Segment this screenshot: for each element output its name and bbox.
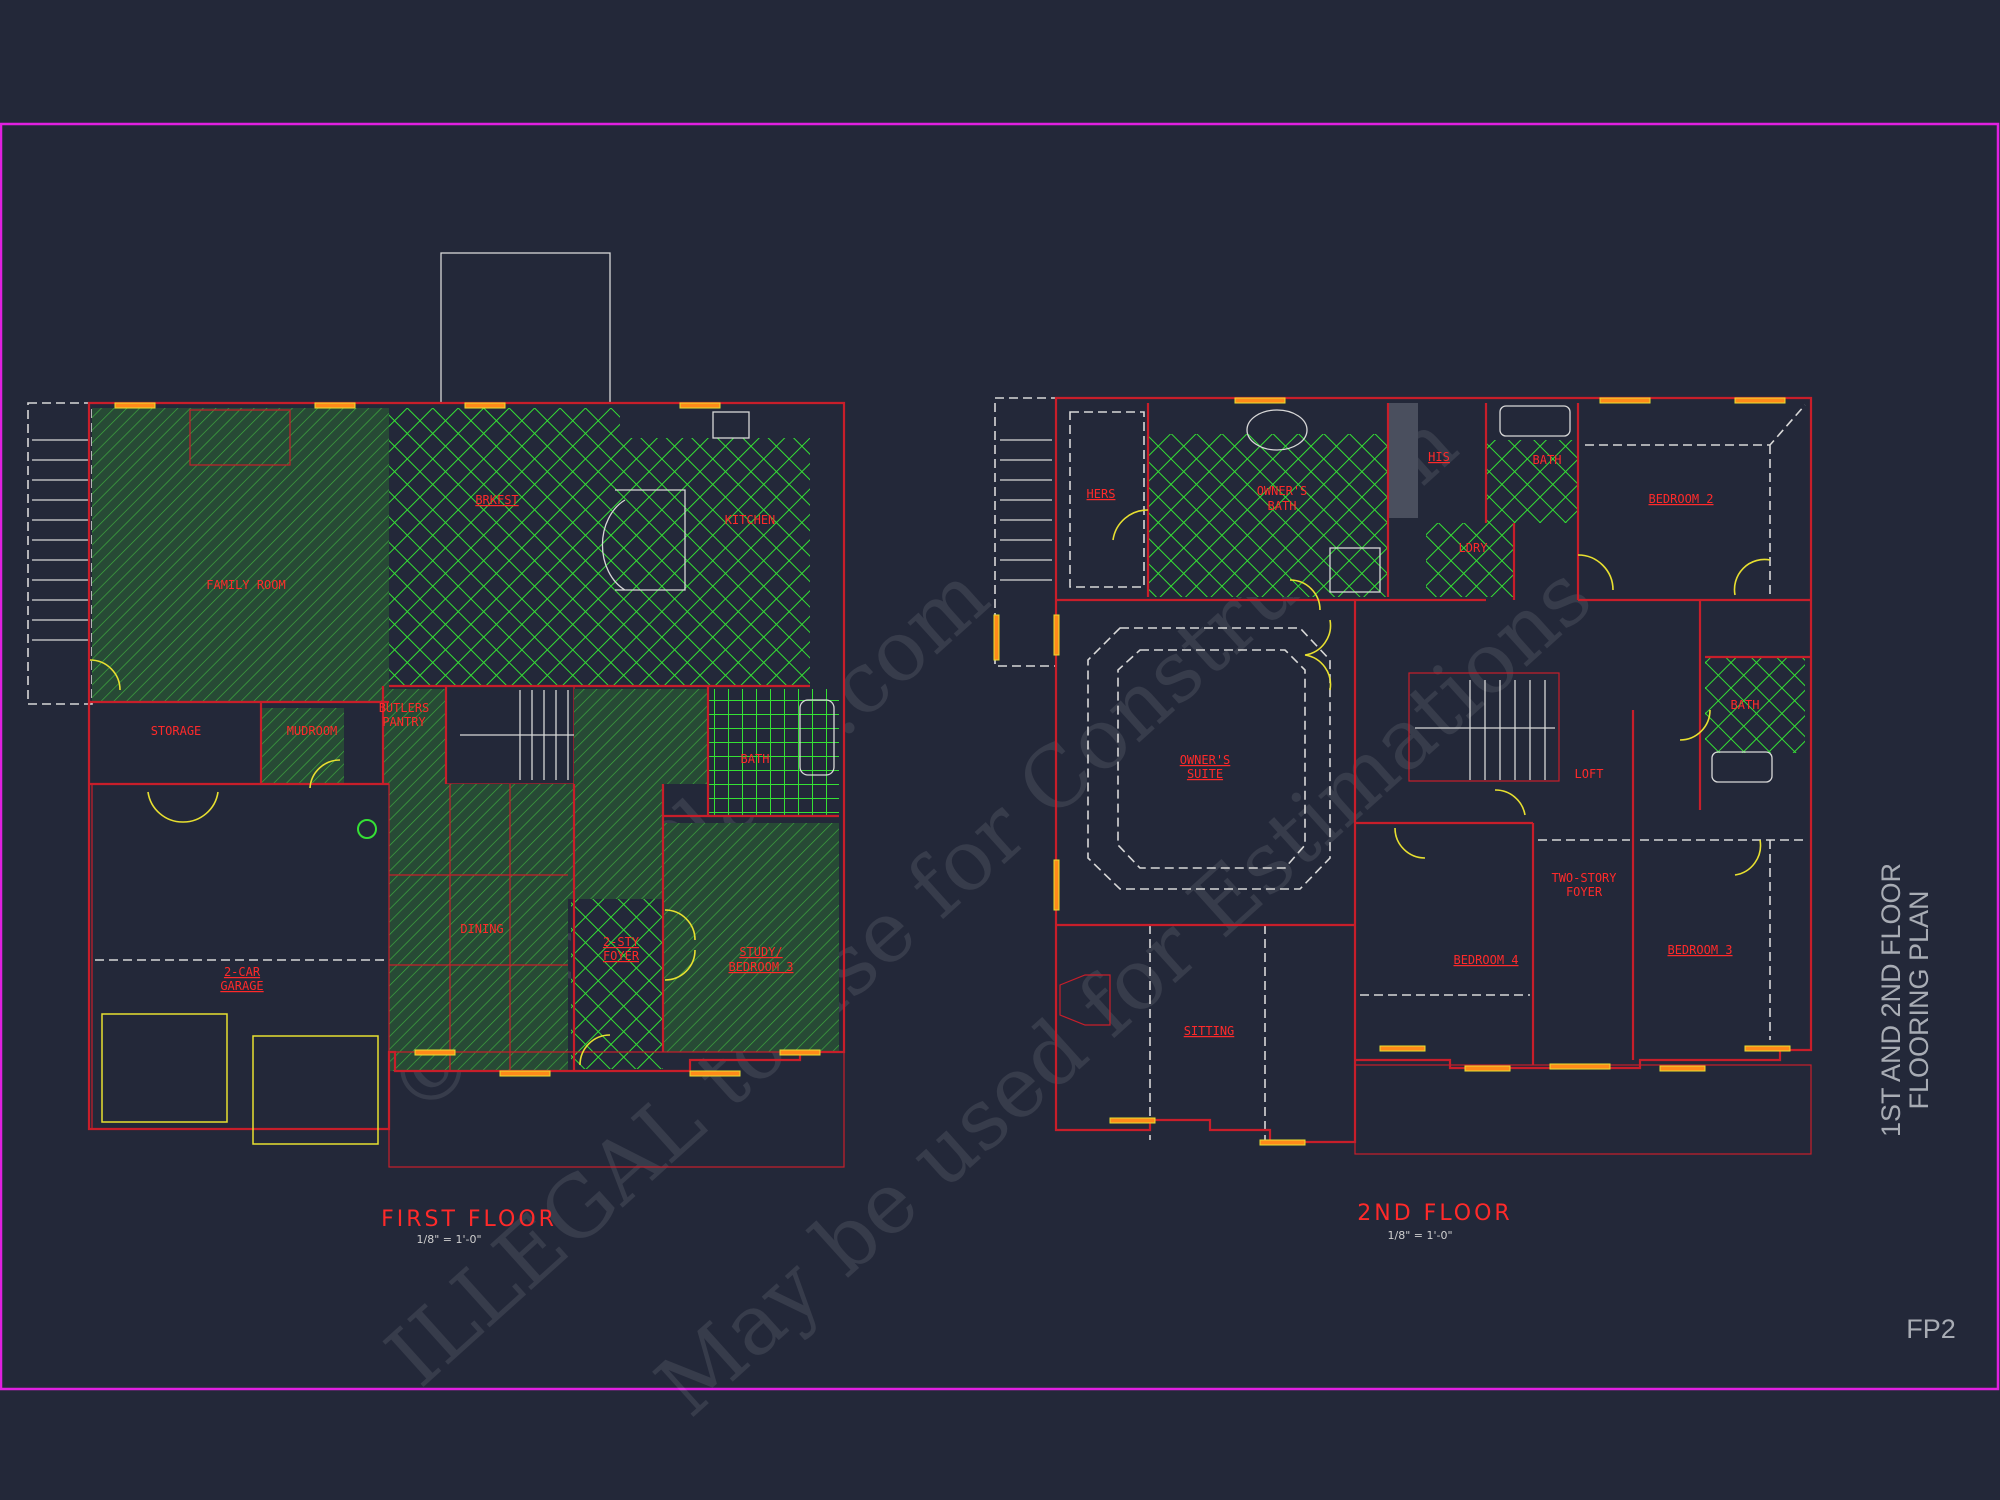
shower <box>1329 547 1381 593</box>
room-label-bath: BATH <box>741 752 770 766</box>
study-floor <box>663 823 839 1052</box>
room-label-foyer-2: FOYER <box>603 949 640 963</box>
his-closet-shelf <box>1388 403 1418 518</box>
first-floor-plan: FAMILY ROOM BRKFST KITCHEN STORAGE MUDRO… <box>27 252 846 1246</box>
second-floor-plan: HERS OWNER'S BATH HIS BATH BEDROOM 2 LDR… <box>993 396 1813 1242</box>
room-label-butlers: BUTLERS <box>379 701 430 715</box>
exterior-stairs <box>27 402 93 705</box>
room-label-foyer: 2-STY <box>603 935 640 949</box>
room-label-sitting: SITTING <box>1184 1024 1235 1038</box>
second-floor-title: 2ND FLOOR <box>1357 1201 1512 1226</box>
first-floor-title: FIRST FLOOR <box>381 1207 557 1232</box>
room-label-hers: HERS <box>1087 487 1116 501</box>
bathtub <box>799 699 835 776</box>
second-floor-scale: 1/8" = 1'-0" <box>1387 1229 1452 1242</box>
bath-floor <box>708 689 839 816</box>
kitchen-floor <box>389 408 810 686</box>
windows <box>114 402 821 1077</box>
fireplace <box>189 409 291 466</box>
cooktop <box>712 411 750 439</box>
hers-closet-shelf <box>1069 411 1145 588</box>
hall-floor-2 <box>568 784 663 899</box>
room-label-garage: 2-CAR <box>224 965 261 979</box>
garage-door-1 <box>101 1013 228 1123</box>
room-label-owners-bath-2: BATH <box>1268 499 1297 513</box>
door-swings <box>89 659 696 1066</box>
room-label-study: STUDY/ <box>739 945 782 959</box>
room-label-bedroom-3-study: BEDROOM 3 <box>728 960 793 974</box>
room-label-two-story-foyer: TWO-STORY <box>1551 871 1617 885</box>
room-label-family-room: FAMILY ROOM <box>206 578 285 592</box>
room-label-garage-2: GARAGE <box>220 979 263 993</box>
owners-bath-floor <box>1148 434 1388 597</box>
garage-area <box>91 783 390 1130</box>
room-label-dining: DINING <box>460 922 503 936</box>
room-label-mudroom: MUDROOM <box>287 724 338 738</box>
dining-floor <box>389 784 568 1071</box>
room-label-his: HIS <box>1428 450 1450 464</box>
rear-deck <box>440 252 611 404</box>
foyer-floor <box>571 899 663 1069</box>
hall-floor <box>574 689 708 784</box>
room-label-owners-bath: OWNER'S <box>1257 484 1308 498</box>
sheet-title-line-1: 1ST AND 2ND FLOOR <box>1876 863 1906 1137</box>
windows-2 <box>993 397 1791 1146</box>
interior-stairs <box>445 685 575 785</box>
room-label-bedroom-3: BEDROOM 3 <box>1667 943 1732 957</box>
laundry-floor <box>1426 523 1514 597</box>
room-label-loft: LOFT <box>1575 767 1604 781</box>
room-label-laundry: LDRY <box>1459 541 1489 555</box>
upper-bath-floor <box>1486 440 1578 523</box>
soaking-tub <box>1246 409 1308 451</box>
room-label-pantry: PANTRY <box>382 715 426 729</box>
room-label-breakfast: BRKFST <box>475 493 518 507</box>
water-heater <box>357 819 377 839</box>
room-label-bedroom-4: BEDROOM 4 <box>1453 953 1518 967</box>
second-floor-walls <box>1054 396 1813 1144</box>
exterior-stairs-2 <box>994 397 1057 667</box>
room-label-storage: STORAGE <box>151 724 202 738</box>
first-floor-scale: 1/8" = 1'-0" <box>416 1233 481 1246</box>
mudroom-floor <box>261 708 344 784</box>
door-swings-2 <box>1112 509 1771 876</box>
bedroom2-closet-line <box>1585 404 1806 600</box>
sheet-number: FP2 <box>1906 1314 1956 1344</box>
room-label-bath-right: BATH <box>1731 698 1760 712</box>
tray-ceiling-outline <box>1087 627 1331 890</box>
garage-door-2 <box>252 1035 379 1145</box>
front-porch-roof <box>1354 1064 1812 1155</box>
right-bathtub <box>1711 751 1773 783</box>
upper-bathtub <box>1499 405 1571 437</box>
room-label-owners-suite: OWNER'S <box>1180 753 1231 767</box>
room-label-kitchen: KITCHEN <box>725 513 776 527</box>
interior-stairs-2 <box>1408 672 1560 782</box>
room-label-owners-suite-2: SUITE <box>1187 767 1223 781</box>
sheet-border <box>0 122 2000 1391</box>
kitchen-island <box>601 489 686 591</box>
sheet-title-line-2: FLOORING PLAN <box>1904 890 1934 1109</box>
room-label-bath-upper: BATH <box>1533 453 1562 467</box>
room-label-bedroom-2: BEDROOM 2 <box>1648 492 1713 506</box>
right-bath-floor <box>1705 657 1805 753</box>
butlers-pantry-floor <box>383 689 446 784</box>
sheet-title: 1ST AND 2ND FLOOR FLOORING PLAN <box>1876 863 1934 1137</box>
fireplace-2 <box>1059 974 1111 1026</box>
room-label-two-story-foyer-2: FOYER <box>1566 885 1603 899</box>
family-room-floor <box>92 408 389 702</box>
